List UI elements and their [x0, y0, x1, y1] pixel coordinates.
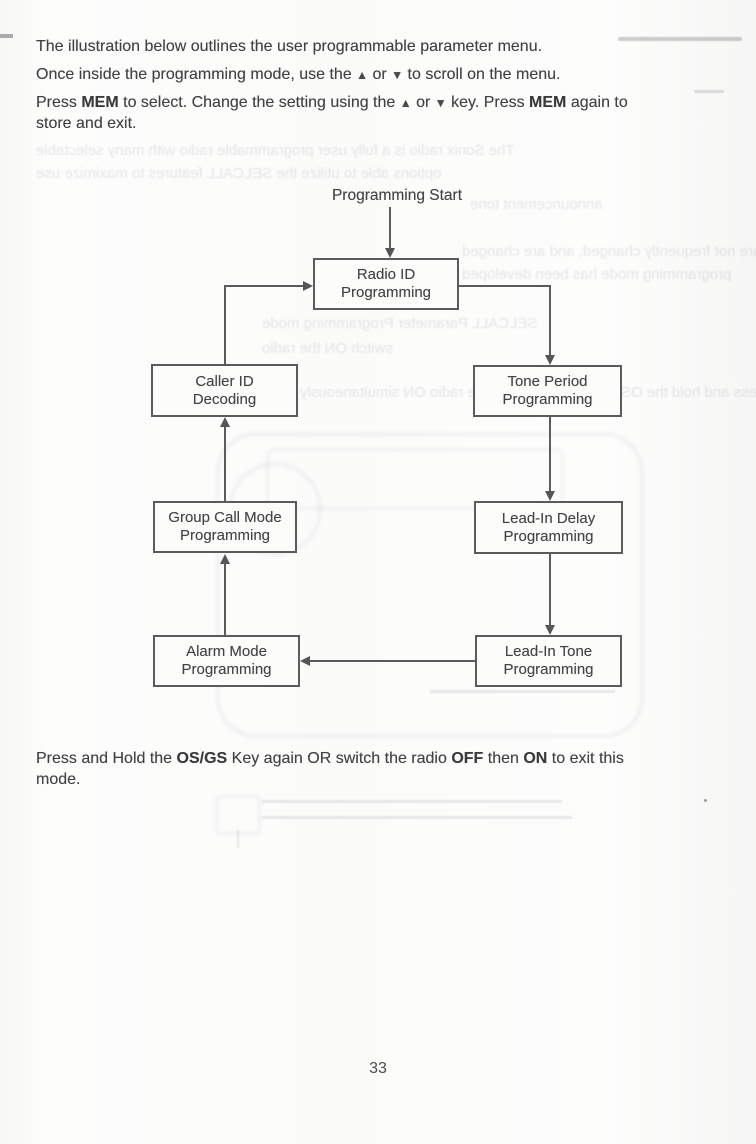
bleed-through-smudge [618, 37, 742, 41]
flow-box-group-call-mode-programming: Group Call Mode Programming [153, 501, 297, 553]
bleed-through-smudge [694, 90, 724, 93]
intro-line-3-text: Press [36, 94, 82, 111]
connector-group-call-to-caller-id [224, 427, 226, 501]
intro-line-3: Press MEM to select. Change the setting … [36, 92, 736, 114]
connector-tone-period-to-lead-in-delay [549, 417, 551, 491]
intro-line-2: Once inside the programming mode, use th… [36, 64, 736, 86]
flow-box-label-line: Radio ID [356, 266, 416, 283]
connector-lead-in-delay-to-lead-in-tone [549, 554, 551, 625]
bleed-through-text: switch ON the radio [262, 340, 393, 357]
flow-box-label-line: Caller ID [195, 372, 254, 390]
flow-box-label-line: Programming [503, 661, 594, 678]
connector-caller-id-to-radio-id [226, 285, 303, 287]
bleed-through-text: SELCALL Parameter Programming mode [262, 315, 538, 332]
connector-alarm-mode-to-group-call [224, 564, 226, 635]
arrowhead-left-icon [300, 656, 310, 666]
flow-box-label-line: Lead-In Tone [504, 643, 593, 660]
arrowhead-down-icon [545, 355, 555, 365]
scan-edge-mark [0, 34, 13, 38]
down-arrow-icon: ▼ [434, 96, 447, 110]
connector-lead-in-tone-to-alarm-mode [310, 660, 475, 662]
bleed-through-mark [430, 690, 615, 693]
flow-box-alarm-mode-programming: Alarm Mode Programming [153, 635, 300, 687]
exit-instruction-text: Key again OR switch the radio [227, 750, 452, 767]
intro-line-3-text: to select. Change the setting using the [118, 94, 400, 111]
flow-box-lead-in-delay-programming: Lead-In Delay Programming [474, 501, 623, 554]
bleed-through-text: programming mode has been developed [462, 266, 732, 283]
bleed-through-radio-outline [216, 432, 644, 738]
arrowhead-down-icon [545, 625, 555, 635]
arrowhead-up-icon [220, 554, 230, 564]
exit-instruction-text: then [483, 750, 524, 767]
flow-box-label-line: Programming [340, 284, 432, 301]
intro-line-2-text: or [368, 66, 392, 83]
intro-line-2-text: to scroll on the menu. [403, 66, 561, 83]
up-arrow-icon: ▲ [399, 96, 412, 110]
intro-line-3-text: or [411, 94, 435, 111]
flow-box-radio-id-programming: Radio ID Programming [313, 258, 459, 310]
connector-radio-id-to-tone-period [549, 285, 551, 355]
bleed-through-text: announcement tone [470, 196, 603, 213]
flow-box-label-line: Decoding [192, 390, 257, 408]
flow-box-tone-period-programming: Tone Period Programming [473, 365, 622, 417]
off-label: OFF [451, 750, 484, 767]
exit-instruction-text: to exit this [547, 750, 624, 767]
arrowhead-right-icon [303, 281, 313, 291]
mem-key-label: MEM [81, 94, 119, 111]
exit-instruction-line-2: mode. [36, 771, 81, 788]
intro-line-3-text: key. Press [446, 94, 530, 111]
flow-box-lead-in-tone-programming: Lead-In Tone Programming [475, 635, 622, 687]
arrowhead-down-icon [545, 491, 555, 501]
exit-instruction: Press and Hold the OS/GS Key again OR sw… [36, 748, 736, 769]
intro-line-2-text: Once inside the programming mode, use th… [36, 66, 357, 83]
flow-box-label-line: Programming [179, 527, 271, 544]
connector-start-to-radio-id [389, 207, 391, 248]
flow-box-label-line: Programming [502, 391, 593, 408]
exit-instruction-text: Press and Hold the [36, 750, 177, 767]
flow-start-label: Programming Start [331, 187, 463, 204]
bleed-through-mark [262, 800, 562, 803]
flow-box-caller-id-decoding: Caller ID Decoding [151, 364, 298, 417]
up-arrow-icon: ▲ [356, 68, 369, 82]
mem-key-label: MEM [529, 94, 567, 111]
flow-box-label-line: Programming [181, 661, 272, 678]
ink-speck [704, 799, 707, 802]
down-arrow-icon: ▼ [391, 68, 404, 82]
flow-box-label-line: Group Call Mode [168, 509, 282, 526]
bleed-through-text: settings are not frequently changed, and… [462, 243, 756, 260]
bleed-through-mark [262, 816, 572, 819]
intro-line-1: The illustration below outlines the user… [36, 38, 543, 55]
page-number: 33 [369, 1060, 387, 1077]
arrowhead-up-icon [220, 417, 230, 427]
bleed-through-text: The Sonix radio is a fully user programm… [36, 142, 515, 159]
connector-radio-id-to-tone-period [459, 285, 551, 287]
connector-caller-id-to-radio-id [224, 285, 226, 364]
flow-box-label-line: Tone Period [507, 373, 588, 390]
intro-line-3-text: again to [566, 94, 628, 111]
on-label: ON [523, 750, 548, 767]
bleed-through-text: options able to utilize the SELCALL feat… [36, 165, 442, 182]
osgs-key-label: OS/GS [176, 750, 228, 767]
arrowhead-down-icon [385, 248, 395, 258]
flow-box-label-line: Programming [503, 527, 594, 545]
flow-box-label-line: Alarm Mode [186, 643, 267, 660]
flow-box-label-line: Lead-In Delay [501, 509, 596, 527]
intro-line-4: store and exit. [36, 115, 137, 132]
bleed-through-mark [215, 795, 261, 835]
bleed-through-mark [237, 830, 239, 848]
